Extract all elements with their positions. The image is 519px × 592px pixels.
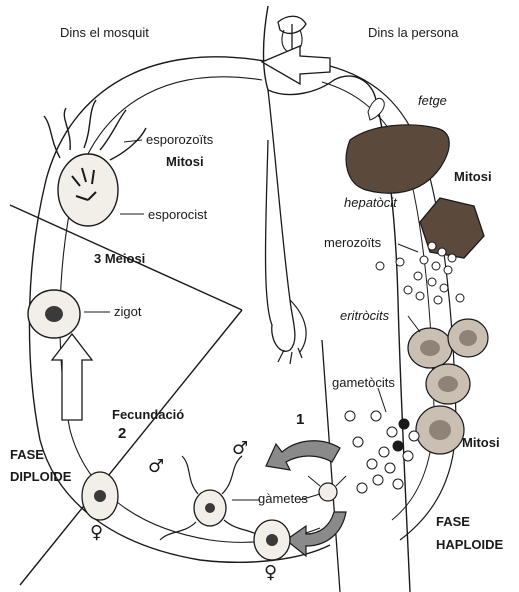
label-fase-haploide-line2: HAPLOIDE	[436, 538, 503, 551]
label-eritrocits: eritròcits	[340, 309, 389, 322]
label-fecundacio: Fecundació	[112, 408, 184, 421]
label-gametes: gàmetes	[258, 492, 308, 505]
label-fetge: fetge	[418, 94, 447, 107]
label-number-1: 1	[296, 412, 304, 427]
esporocist-cell	[44, 100, 146, 226]
male-gamete-cell	[160, 456, 262, 540]
upward-arrow	[52, 334, 92, 420]
male-symbol-right: ♂	[232, 440, 248, 458]
gametocit-cluster	[345, 411, 419, 493]
female-symbol-left: ♀	[90, 524, 103, 542]
label-zigot: zigot	[114, 305, 141, 318]
heading-persona: Dins la persona	[368, 26, 458, 39]
phase-divider-line-lower	[20, 310, 242, 585]
label-fase-diploide-line1: FASE	[10, 448, 44, 461]
label-esporozoits: esporozoïts	[146, 133, 213, 146]
female-gamete-cell-left	[82, 472, 118, 520]
small-gamete-cell	[308, 476, 346, 501]
label-number-2: 2	[118, 426, 126, 441]
label-esporocist: esporocist	[148, 208, 207, 221]
label-mitosi-top: Mitosi	[166, 155, 204, 168]
human-hand-outline	[278, 300, 306, 364]
liver-shape	[346, 125, 449, 193]
arrow-to-person	[262, 46, 330, 84]
heading-mosquit: Dins el mosquit	[60, 26, 149, 39]
label-fase-haploide-line1: FASE	[436, 515, 470, 528]
label-merozoits: merozoïts	[324, 236, 381, 249]
arrow-1-icon	[266, 441, 340, 470]
mosquito-head-icon	[278, 16, 306, 52]
label-meiosi: 3 Meiosi	[94, 252, 145, 265]
label-mitosi-bottom: Mitosi	[462, 436, 500, 449]
female-gamete-cell-bottom	[254, 520, 290, 560]
label-mitosi-right: Mitosi	[454, 170, 492, 183]
female-symbol-bottom: ♀	[264, 564, 277, 582]
human-arm-outline	[266, 90, 295, 351]
label-gametocits: gametòcits	[332, 376, 395, 389]
label-fase-diploide-line2: DIPLOIDE	[10, 470, 71, 483]
zigot-cell	[28, 290, 80, 338]
male-symbol-left: ♂	[148, 458, 164, 476]
label-hepatocit: hepatòcit	[344, 196, 397, 209]
liver-top-icon	[368, 98, 384, 120]
eritrocit-cells	[408, 319, 488, 454]
